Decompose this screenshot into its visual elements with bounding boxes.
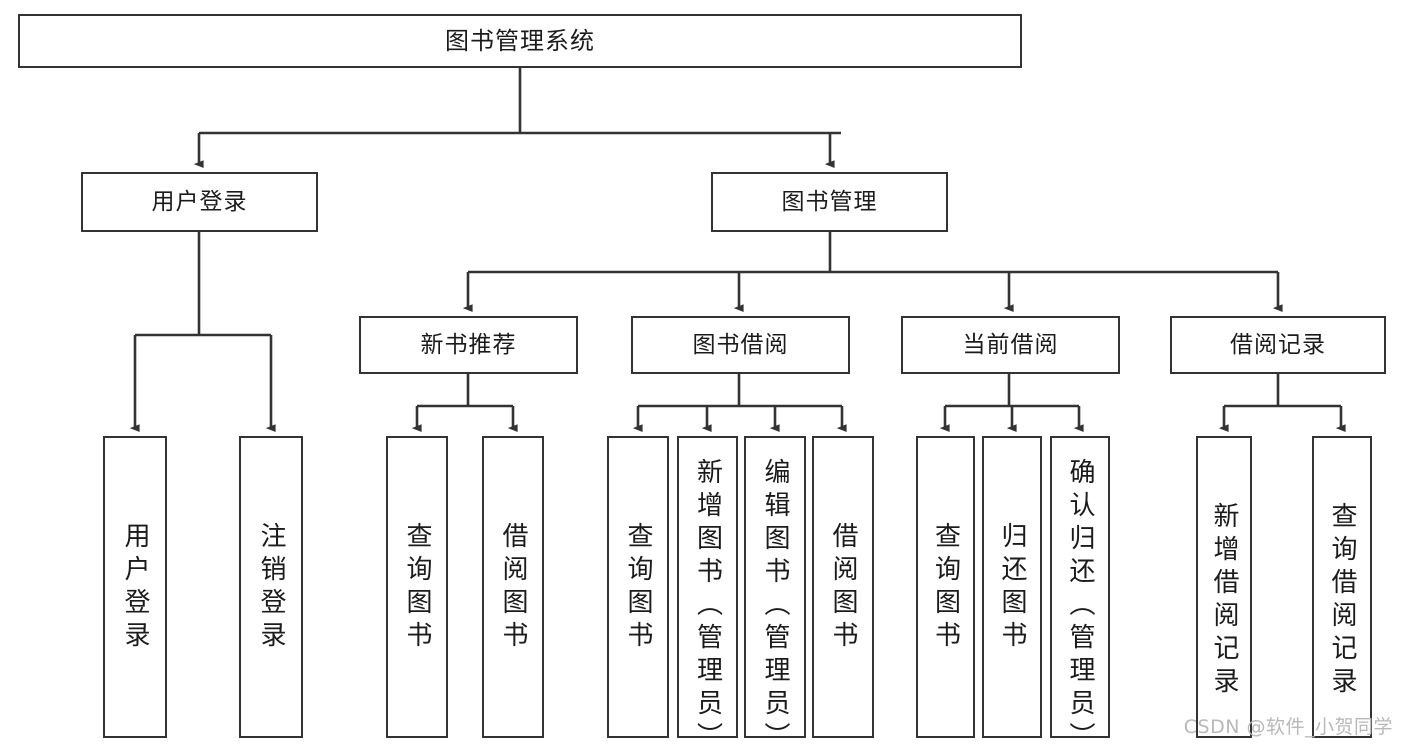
node-label: 图书管理系统 <box>445 27 595 55</box>
node-label: 图书借阅 <box>692 331 789 358</box>
node-label: 借阅图书 <box>498 522 528 654</box>
node-label: 查询图书 <box>930 522 961 654</box>
node-label: 查询图书 <box>623 522 653 654</box>
node-label: 新增借阅记录 <box>1209 502 1239 700</box>
node-root-book-management-system[interactable]: 图书管理系统 <box>18 14 1022 68</box>
node-current-borrowing[interactable]: 当前借阅 <box>901 316 1120 374</box>
node-label: 编辑图书（管理员） <box>760 458 790 747</box>
leaf-user-login[interactable]: 用户登录 <box>103 436 167 738</box>
node-label: 注销登录 <box>256 522 286 654</box>
leaf-logout[interactable]: 注销登录 <box>239 436 303 738</box>
leaf-add-book-admin[interactable]: 新增图书（管理员） <box>677 436 738 747</box>
node-label: 新增图书（管理员） <box>692 458 723 747</box>
leaf-edit-book-admin[interactable]: 编辑图书（管理员） <box>744 436 806 747</box>
node-label: 查询借阅记录 <box>1327 502 1357 700</box>
node-book-management[interactable]: 图书管理 <box>711 172 948 232</box>
leaf-query-book-current[interactable]: 查询图书 <box>916 436 975 738</box>
leaf-query-book-recommend[interactable]: 查询图书 <box>386 436 448 738</box>
leaf-query-borrow-record[interactable]: 查询借阅记录 <box>1312 436 1372 738</box>
node-label: 新书推荐 <box>420 331 517 358</box>
node-book-borrowing[interactable]: 图书借阅 <box>631 316 850 374</box>
node-label: 用户登录 <box>151 188 248 215</box>
node-label: 借阅记录 <box>1230 331 1326 358</box>
node-label: 查询图书 <box>402 522 432 654</box>
leaf-query-book-borrow[interactable]: 查询图书 <box>607 436 669 738</box>
leaf-confirm-return-admin[interactable]: 确认归还（管理员） <box>1050 436 1110 747</box>
node-label: 当前借阅 <box>962 331 1059 358</box>
node-label: 归还图书 <box>997 522 1027 654</box>
leaf-return-book[interactable]: 归还图书 <box>982 436 1042 738</box>
node-new-book-recommendation[interactable]: 新书推荐 <box>359 316 578 374</box>
leaf-lend-book[interactable]: 借阅图书 <box>812 436 874 738</box>
leaf-add-borrow-record[interactable]: 新增借阅记录 <box>1196 436 1252 738</box>
node-label: 确认归还（管理员） <box>1065 458 1095 747</box>
node-label: 借阅图书 <box>828 522 858 654</box>
leaf-borrow-book-recommend[interactable]: 借阅图书 <box>482 436 544 738</box>
node-user-login[interactable]: 用户登录 <box>81 172 318 232</box>
node-label: 用户登录 <box>120 522 150 654</box>
node-label: 图书管理 <box>781 188 878 215</box>
node-borrowing-records[interactable]: 借阅记录 <box>1170 316 1386 374</box>
